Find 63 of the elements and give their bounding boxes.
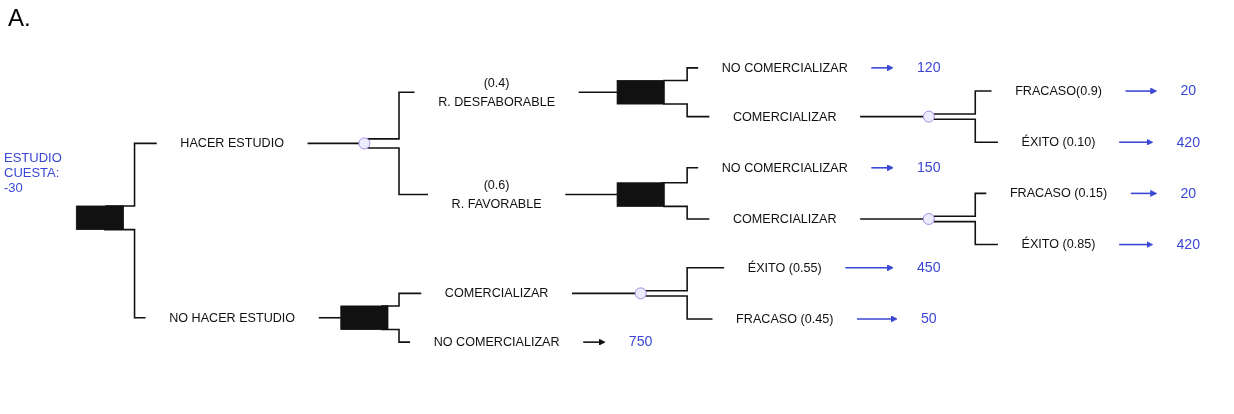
node-circle <box>922 110 935 123</box>
connector <box>306 142 360 145</box>
node-text: R. FAVORABLE <box>451 196 542 211</box>
connector <box>366 91 416 140</box>
arrow <box>856 315 898 323</box>
node-circle <box>922 213 935 225</box>
node-circle <box>358 137 371 150</box>
node-text: COMERCIALIZAR <box>732 211 837 226</box>
connector <box>859 115 925 118</box>
node-text: ÉXITO (0.55) <box>747 260 822 275</box>
arrow <box>582 338 606 346</box>
connector <box>571 292 636 295</box>
node-text: 20 <box>1180 185 1197 201</box>
connector <box>366 147 429 196</box>
arrow <box>1118 241 1154 248</box>
node-text: NO COMERCIALIZAR <box>721 60 848 75</box>
note-text: ESTUDIO CUESTA: -30 <box>4 150 63 195</box>
diagram-title: A. <box>8 4 31 32</box>
node-text: 420 <box>1176 236 1201 253</box>
arrow <box>844 264 894 272</box>
connector <box>662 67 699 82</box>
node-text: NO COMERCIALIZAR <box>433 335 560 349</box>
arrow <box>870 64 894 72</box>
arrow <box>870 164 894 172</box>
connector <box>644 295 714 320</box>
node-circle <box>634 287 647 300</box>
node-text: R. DESFABORABLE <box>438 94 556 108</box>
node-text: ÉXITO (0.10) <box>1021 135 1096 149</box>
arrow <box>1124 87 1158 95</box>
node-text: NO HACER ESTUDIO <box>169 310 296 325</box>
node-label: (0.4) <box>483 75 510 90</box>
node-text: FRACASO (0.15) <box>1009 186 1108 200</box>
connector <box>564 193 618 196</box>
node-box <box>616 182 665 207</box>
connector <box>932 90 993 115</box>
node-text: NO COMERCIALIZAR <box>721 160 848 175</box>
node-text: 450 <box>916 259 941 276</box>
node-box <box>340 305 389 330</box>
node-text: HACER ESTUDIO <box>180 136 284 150</box>
node-text: 150 <box>916 159 941 176</box>
node-text: FRACASO(0.9) <box>1015 83 1102 98</box>
node-text: COMERCIALIZAR <box>732 109 837 123</box>
node-text: COMERCIALIZAR <box>444 286 549 300</box>
node-text: 420 <box>1176 133 1201 150</box>
node-box <box>75 205 124 230</box>
connector <box>932 192 988 218</box>
node-label: (0.6) <box>483 178 510 192</box>
connector <box>932 220 999 246</box>
connector <box>662 205 711 220</box>
node-text: 20 <box>1180 82 1197 99</box>
connector <box>644 267 725 292</box>
node-box <box>616 80 665 105</box>
node-text: 750 <box>628 333 653 350</box>
node-text: FRACASO (0.45) <box>736 311 834 326</box>
connector <box>932 118 999 143</box>
node-text: 50 <box>920 310 937 327</box>
node-text: ÉXITO (0.85) <box>1021 237 1096 251</box>
connector <box>317 316 342 319</box>
connector <box>577 91 618 94</box>
arrow <box>1130 189 1158 197</box>
connector <box>859 218 925 220</box>
arrow <box>1118 138 1154 146</box>
node-text: 120 <box>916 59 941 76</box>
